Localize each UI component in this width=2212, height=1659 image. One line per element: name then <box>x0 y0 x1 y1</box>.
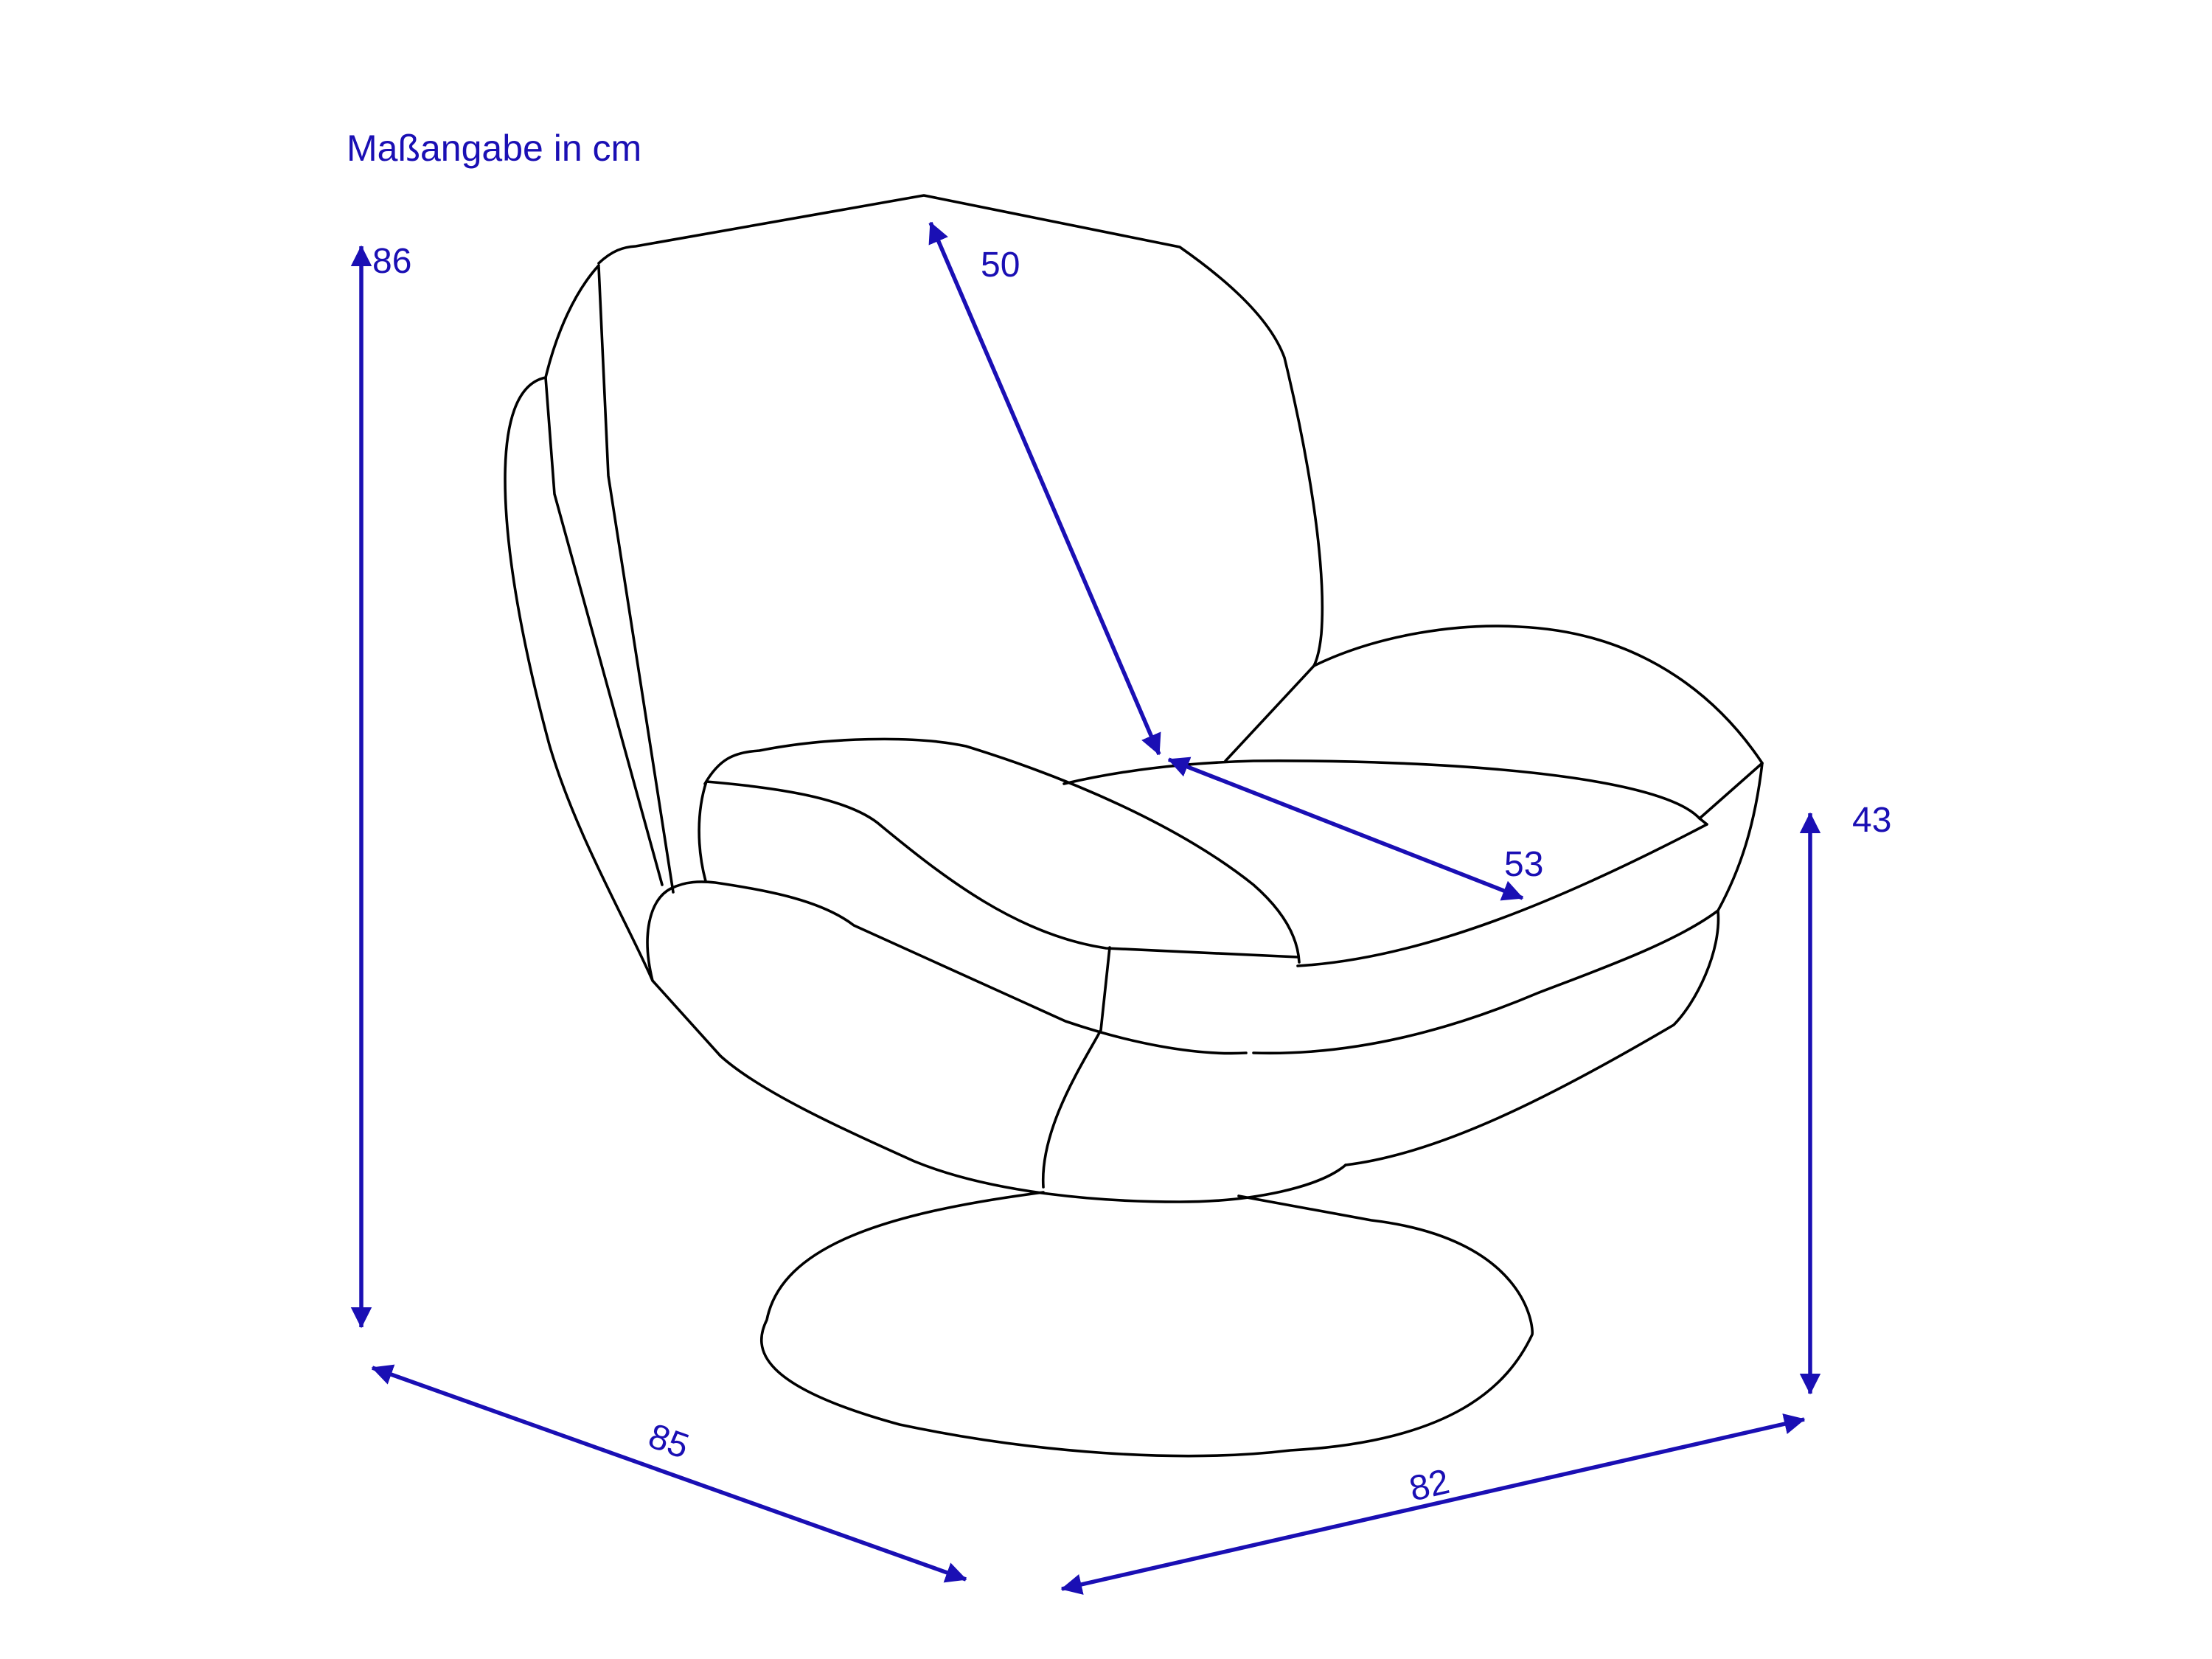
total-height-label: 86 <box>372 242 411 281</box>
depth-label: 85 <box>644 1416 694 1467</box>
dimension-caption: Maßangabe in cm <box>347 128 642 169</box>
seat-cushion-top <box>1062 759 1708 826</box>
front-pad-right <box>1252 762 1764 1055</box>
backrest-left-seam <box>597 265 675 894</box>
armchair-drawing <box>504 194 1764 1458</box>
width-label: 82 <box>1406 1462 1453 1509</box>
seat-depth-arrow <box>1167 757 1524 901</box>
shell-bottom <box>719 1054 1347 1203</box>
left-armrest-inner <box>705 780 1299 959</box>
backrest-top-edge <box>597 194 1324 667</box>
depth-arrow <box>371 1364 967 1583</box>
front-center-seam <box>1041 946 1111 1189</box>
seat-height-label: 43 <box>1852 801 1891 840</box>
left-front-pad <box>646 880 1248 1055</box>
swivel-base <box>759 1191 1534 1458</box>
dimension-annotations: 86 50 53 43 85 82 <box>350 221 1891 1595</box>
seat-cushion-front <box>1296 823 1708 967</box>
shell-right-lower <box>1344 909 1720 1166</box>
left-armrest-outer <box>698 780 708 883</box>
backrest-height-label: 50 <box>981 246 1020 285</box>
width-arrow <box>1060 1413 1806 1595</box>
backrest-height-arrow <box>928 221 1161 756</box>
backrest-armrest-join <box>1224 664 1315 762</box>
right-armrest-top <box>1312 625 1764 820</box>
left-armrest-top <box>703 737 1301 964</box>
seat-depth-label: 53 <box>1504 845 1543 884</box>
shell-left-outer <box>504 376 722 1057</box>
